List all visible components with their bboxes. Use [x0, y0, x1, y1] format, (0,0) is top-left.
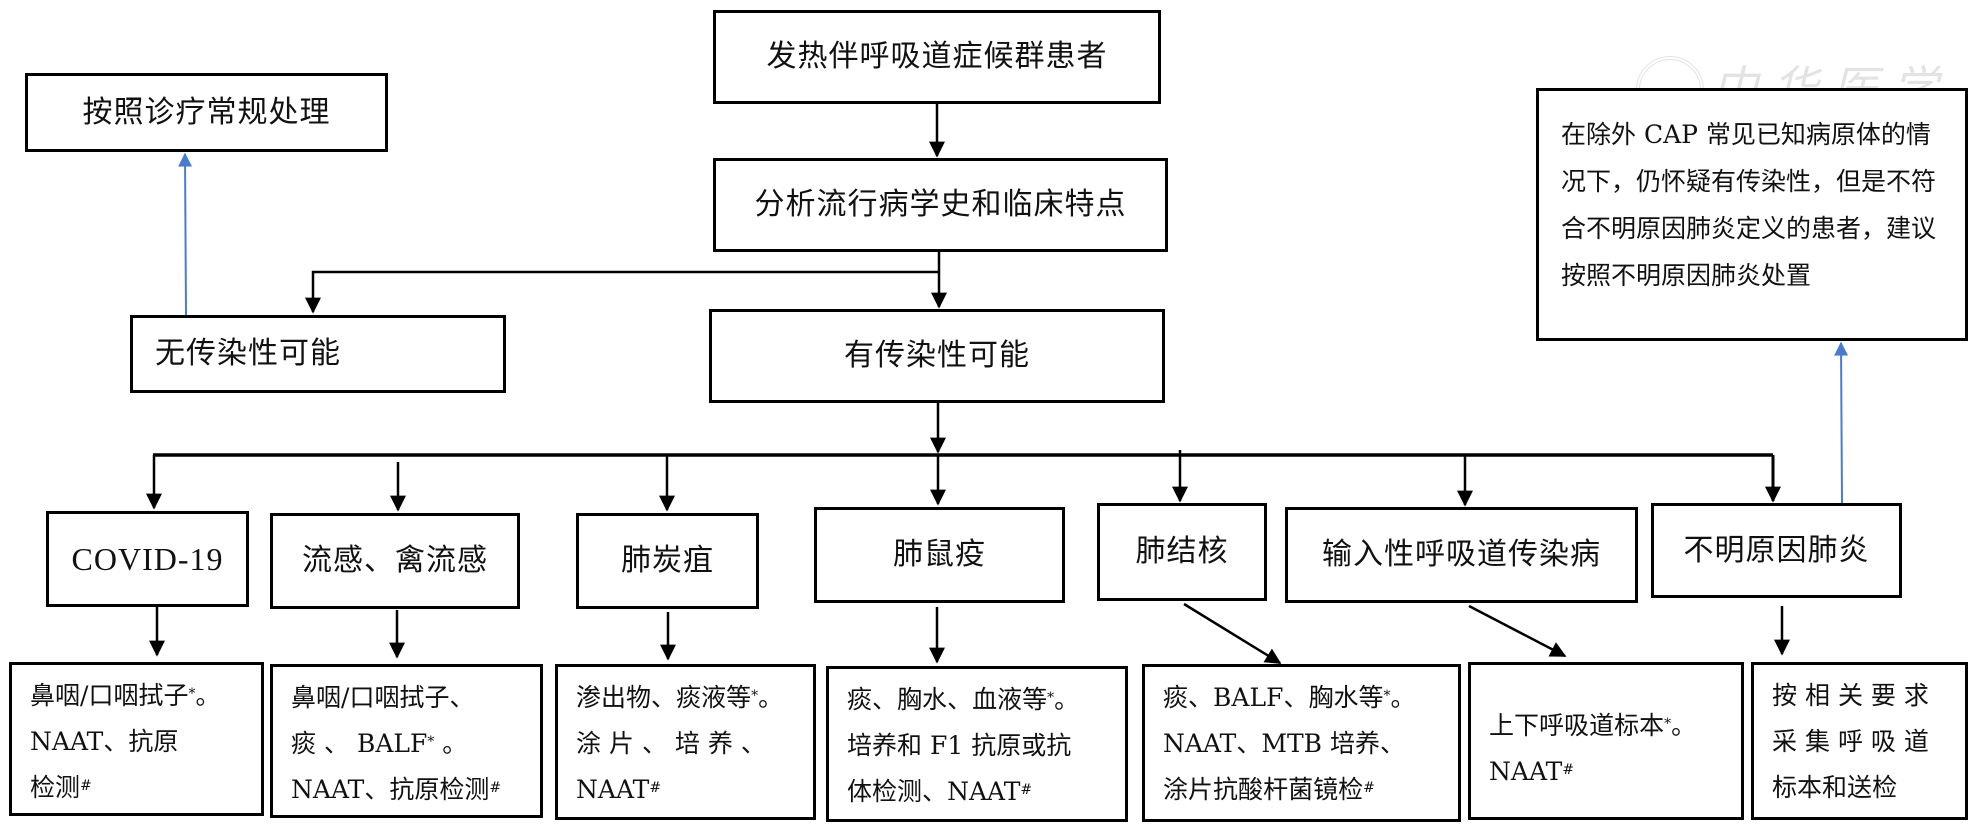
detail-line: 涂 片 、 培 养 、: [576, 729, 766, 758]
detail-line: 检测#: [30, 773, 92, 802]
footnote-marker-specimen: *: [751, 688, 759, 704]
footnote-marker-test: #: [1020, 782, 1033, 798]
disease-label: 输入性呼吸道传染病: [1322, 537, 1601, 572]
arrow-imported-to-detail: [1468, 604, 1567, 658]
detail-text: 按 相 关 要 求 采 集 呼 吸 道 标本和送检: [1754, 665, 1965, 811]
detail-text: 鼻咽/口咽拭子*。 NAAT、抗原 检测#: [12, 665, 261, 811]
detail-text: 痰、BALF、胸水等*。 NAAT、MTB 培养、 涂片抗酸杆菌镜检#: [1145, 667, 1458, 813]
detail-node-covid19: 鼻咽/口咽拭子*。 NAAT、抗原 检测#: [9, 662, 264, 816]
detail-line: 痰、胸水、血液等*。: [847, 685, 1080, 714]
detail-line: NAAT#: [576, 775, 662, 804]
disease-label: 肺鼠疫: [893, 537, 986, 572]
footnote-marker-test: #: [1363, 780, 1375, 796]
detail-line: NAAT#: [1489, 757, 1575, 786]
disease-node-imported: 输入性呼吸道传染病: [1285, 507, 1638, 603]
disease-label: 肺炭疽: [621, 543, 714, 578]
footnote-marker-test: #: [649, 780, 662, 796]
disease-label: 流感、禽流感: [302, 543, 488, 578]
detail-line: 鼻咽/口咽拭子*。: [30, 681, 221, 710]
detail-line: 痰 、 BALF* 。: [291, 729, 468, 758]
disease-node-unknown-pneumonia: 不明原因肺炎: [1651, 503, 1902, 598]
node-analyze: 分析流行病学史和临床特点: [713, 158, 1168, 252]
footnote-marker-specimen: *: [427, 734, 435, 750]
detail-node-anthrax: 渗出物、痰液等*。 涂 片 、 培 养 、 NAAT#: [555, 664, 816, 820]
detail-text: 上下呼吸道标本*。 NAAT#: [1471, 665, 1741, 795]
detail-line: 痰、BALF、胸水等*。: [1163, 683, 1416, 712]
detail-line: 标本和送检: [1772, 773, 1898, 802]
disease-node-covid19: COVID-19: [46, 511, 249, 607]
detail-line: 上下呼吸道标本*。: [1489, 711, 1697, 740]
detail-line: 采 集 呼 吸 道: [1772, 727, 1929, 756]
footnote-marker-test: #: [489, 780, 502, 796]
node-no-infectious-label: 无传染性可能: [155, 336, 341, 371]
detail-line: 按 相 关 要 求: [1772, 681, 1929, 710]
node-analyze-label: 分析流行病学史和临床特点: [754, 187, 1127, 222]
disease-node-influenza: 流感、禽流感: [270, 513, 520, 609]
detail-line: NAAT、MTB 培养、: [1163, 729, 1405, 758]
node-infectious-label: 有传染性可能: [844, 338, 1030, 373]
detail-line: 渗出物、痰液等*。: [576, 683, 784, 712]
node-start-label: 发热伴呼吸道症候群患者: [766, 39, 1108, 74]
disease-label: 不明原因肺炎: [1683, 532, 1870, 568]
node-routine: 按照诊疗常规处理: [25, 73, 388, 152]
node-note-text: 在除外 CAP 常见已知病原体的情况下，仍怀疑有传染性，但是不符合不明原因肺炎定…: [1561, 120, 1937, 290]
footnote-marker-specimen: *: [1383, 688, 1391, 704]
footnote-marker-test: #: [1562, 762, 1575, 778]
node-routine-label: 按照诊疗常规处理: [82, 94, 331, 130]
detail-line: 鼻咽/口咽拭子、: [291, 683, 475, 712]
detail-node-influenza: 鼻咽/口咽拭子、 痰 、 BALF* 。 NAAT、抗原检测#: [270, 664, 543, 818]
detail-line: 涂片抗酸杆菌镜检#: [1163, 775, 1375, 804]
node-infectious: 有传染性可能: [709, 309, 1165, 403]
arrow-unknown-to-note: [1834, 341, 1849, 505]
arrow-analyze-to-no-infectious: [305, 270, 939, 314]
footnote-marker-specimen: *: [188, 686, 196, 702]
detail-line: 培养和 F1 抗原或抗: [847, 731, 1072, 760]
disease-label: COVID-19: [71, 540, 224, 577]
footnote-marker-test: #: [80, 778, 92, 794]
detail-node-plague: 痰、胸水、血液等*。 培养和 F1 抗原或抗 体检测、NAAT#: [826, 666, 1128, 822]
footnote-marker-specimen: *: [1664, 716, 1672, 732]
detail-line: 体检测、NAAT#: [847, 777, 1033, 806]
detail-line: NAAT、抗原: [30, 727, 179, 756]
detail-node-tb: 痰、BALF、胸水等*。 NAAT、MTB 培养、 涂片抗酸杆菌镜检#: [1142, 664, 1461, 822]
detail-text: 痰、胸水、血液等*。 培养和 F1 抗原或抗 体检测、NAAT#: [829, 669, 1125, 815]
node-note: 在除外 CAP 常见已知病原体的情况下，仍怀疑有传染性，但是不符合不明原因肺炎定…: [1536, 88, 1968, 341]
arrow-no-infectious-to-routine: [178, 152, 193, 316]
disease-node-plague: 肺鼠疫: [814, 507, 1065, 603]
detail-text: 鼻咽/口咽拭子、 痰 、 BALF* 。 NAAT、抗原检测#: [273, 667, 540, 813]
disease-label: 肺结核: [1135, 534, 1229, 569]
footnote-marker-specimen: *: [1047, 690, 1055, 706]
node-no-infectious: 无传染性可能: [130, 315, 506, 393]
detail-node-unknown-pneumonia: 按 相 关 要 求 采 集 呼 吸 道 标本和送检: [1751, 662, 1968, 820]
arrow-tb-to-detail: [1183, 602, 1282, 665]
disease-node-tb: 肺结核: [1097, 503, 1267, 601]
disease-node-anthrax: 肺炭疽: [576, 513, 759, 609]
detail-node-imported: 上下呼吸道标本*。 NAAT#: [1468, 662, 1744, 820]
detail-line: NAAT、抗原检测#: [291, 775, 502, 804]
detail-text: 渗出物、痰液等*。 涂 片 、 培 养 、 NAAT#: [558, 667, 813, 813]
node-start: 发热伴呼吸道症候群患者: [713, 10, 1161, 104]
